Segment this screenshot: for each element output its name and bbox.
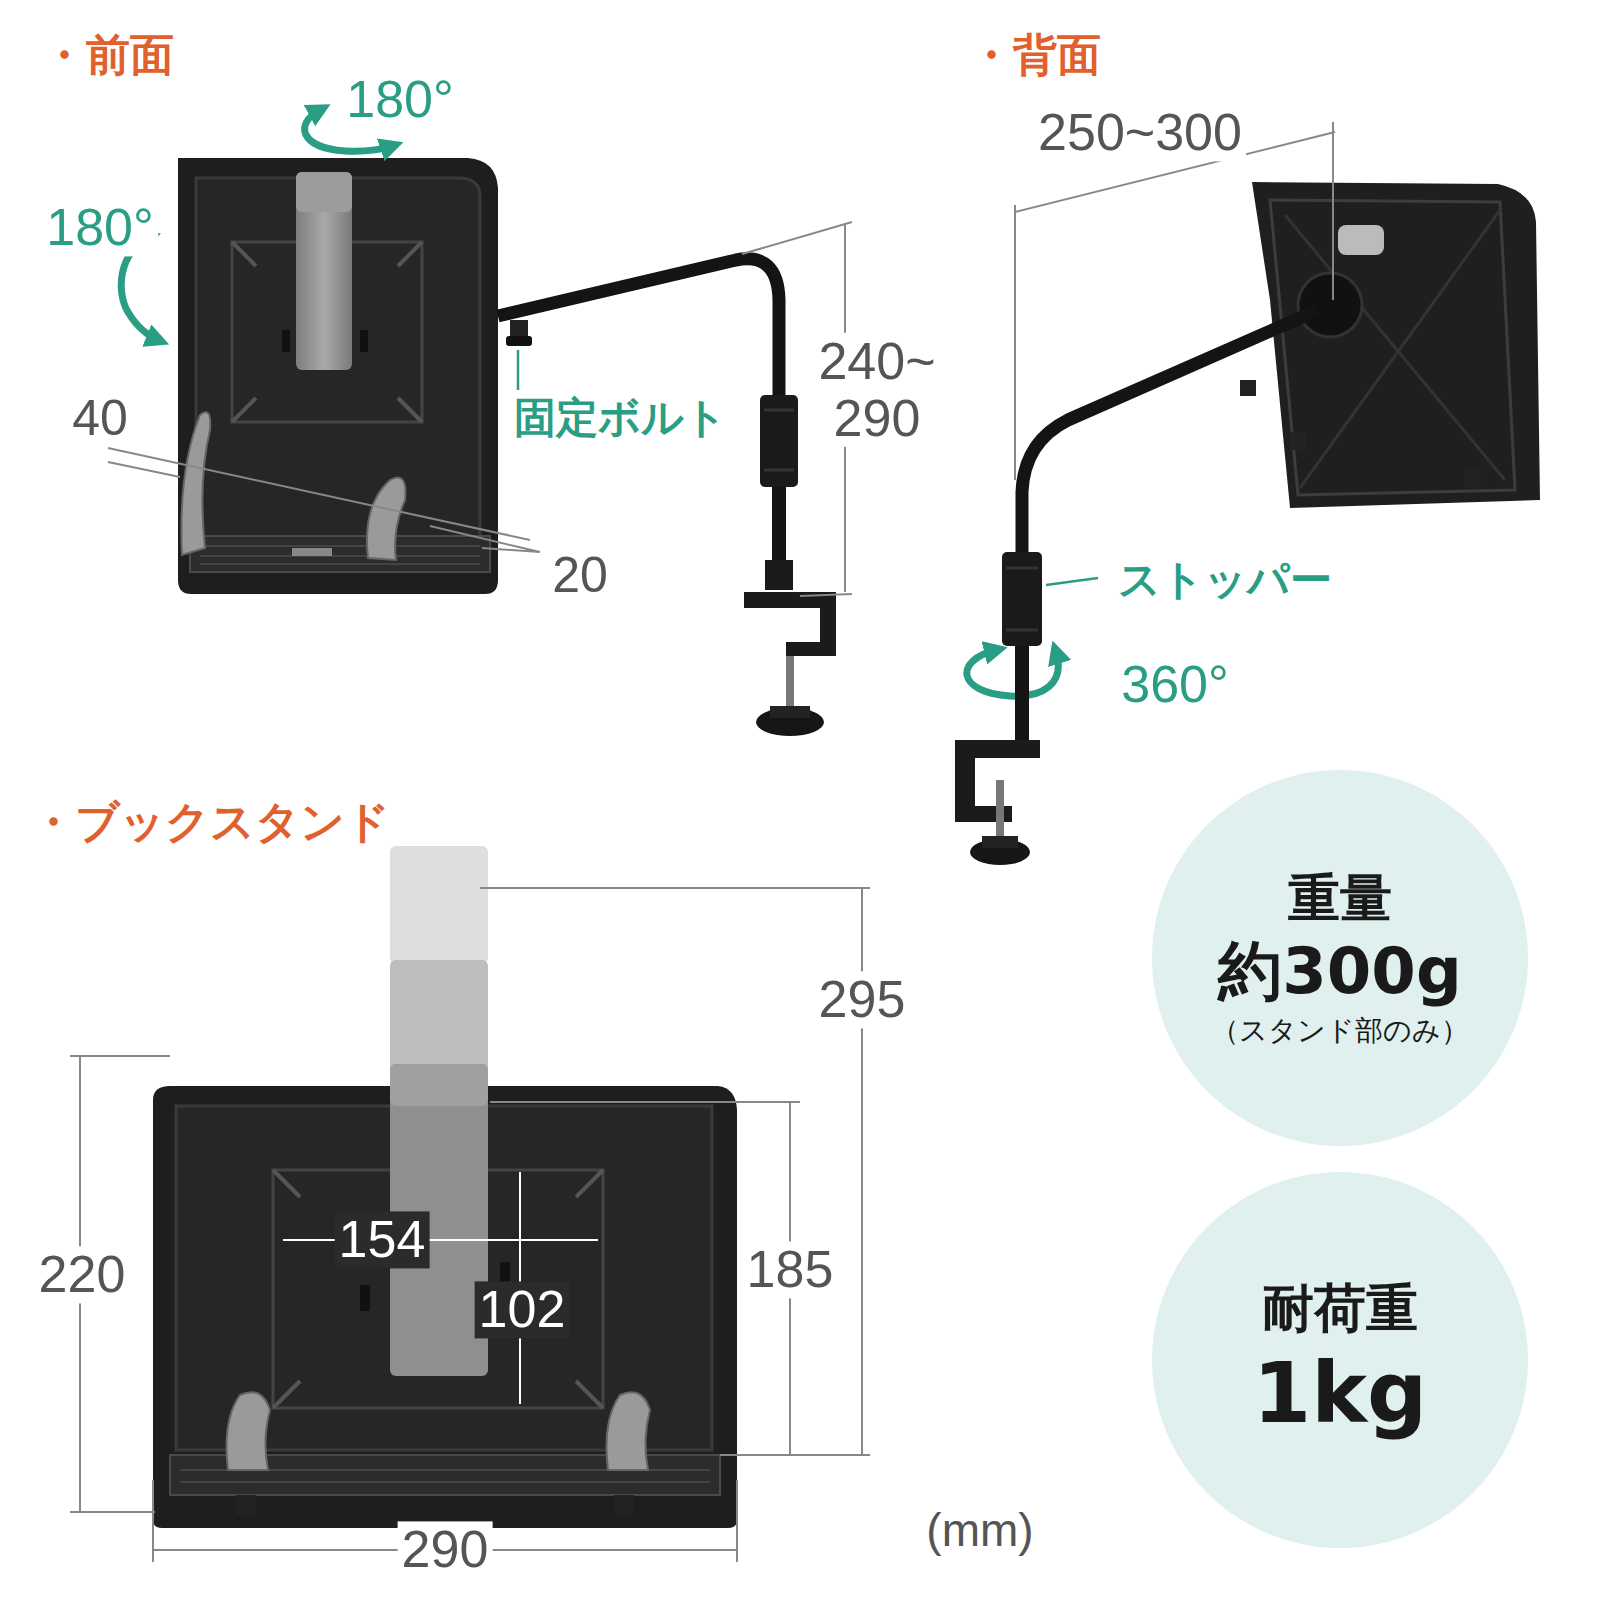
dimension-lines-front xyxy=(108,222,852,596)
front-stand-board-part xyxy=(367,478,405,561)
spec-heading: 重量 xyxy=(1288,869,1392,929)
front-arm-part xyxy=(760,395,798,487)
front-stand-board-part xyxy=(178,158,498,594)
dimension-lines-back-part xyxy=(1046,578,1098,585)
dimension-value: 102 xyxy=(475,1281,570,1338)
back-arm-part xyxy=(982,836,1018,848)
front-arm-part xyxy=(770,706,810,718)
back-stand-board-part xyxy=(1285,210,1505,488)
dimension-lines-bookstand-part xyxy=(480,888,870,1455)
bookstand-board-part xyxy=(390,1064,488,1106)
front-arm xyxy=(498,259,836,736)
dimension-value: 20 xyxy=(548,548,612,603)
dimension-value: 240~ 290 xyxy=(798,333,956,447)
back-arm-part xyxy=(1015,646,1029,742)
dimension-value: 250~300 xyxy=(1034,104,1246,161)
bookstand-board-part xyxy=(390,846,488,964)
unit-note: (mm) xyxy=(922,1505,1037,1556)
dimension-lines-front-part xyxy=(108,448,540,552)
back-stand-board-part xyxy=(1338,225,1384,255)
bookstand-board-part xyxy=(614,1495,634,1515)
dimension-value: 40 xyxy=(68,391,132,446)
part-name: 固定ボルト xyxy=(510,395,731,441)
back-stand-board-part xyxy=(1290,432,1306,450)
front-stand-board-part xyxy=(200,546,480,564)
dimension-value: 154 xyxy=(335,1211,430,1268)
bookstand-board-part xyxy=(283,1172,598,1404)
front-stand-board xyxy=(178,158,498,594)
spec-value: 約300g xyxy=(1218,935,1461,1009)
dimension-value: 295 xyxy=(815,971,910,1028)
back-arm-part xyxy=(1006,568,1038,630)
rotation-arrows-part xyxy=(967,650,1058,696)
back-stand-board-part xyxy=(1270,200,1515,495)
dimension-value: 290 xyxy=(398,1521,493,1578)
spec-circle: 耐荷重1kg xyxy=(1152,1172,1528,1548)
dimension-lines-bookstand xyxy=(70,888,870,1562)
front-stand-board-part xyxy=(360,330,368,352)
back-arm-part xyxy=(1002,552,1042,646)
back-stand-board-part xyxy=(1252,182,1540,508)
dimension-value: 220 xyxy=(35,1246,130,1303)
dimension-lines-front-part xyxy=(517,350,520,390)
front-arm-part xyxy=(506,336,532,346)
front-arm-part xyxy=(744,592,836,656)
front-arm-part xyxy=(765,560,793,590)
back-arm-part xyxy=(1022,310,1318,556)
bookstand-board-part xyxy=(180,1470,710,1482)
dimension-value: 185 xyxy=(743,1241,838,1298)
front-stand-board-part xyxy=(282,330,290,352)
part-name: ストッパー xyxy=(1114,557,1336,603)
back-arm-part xyxy=(996,780,1004,842)
back-stand-board-part xyxy=(1240,380,1256,396)
spec-heading: 耐荷重 xyxy=(1262,1279,1418,1339)
bookstand-board-part xyxy=(360,1285,370,1311)
rotation-angle: 360° xyxy=(1117,656,1233,713)
front-arm-part xyxy=(764,410,794,470)
front-arm-part xyxy=(786,656,794,714)
rotation-angle: 180° xyxy=(342,71,458,128)
section-heading: ・前面 xyxy=(38,31,178,79)
dimension-lines-back xyxy=(1015,122,1335,585)
front-stand-board-part xyxy=(181,412,210,555)
rotation-angle: 180° xyxy=(42,199,158,256)
back-stand-board-part xyxy=(1298,273,1362,337)
front-stand-board-part xyxy=(296,172,352,212)
dimension-lines-back-part xyxy=(1015,122,1335,480)
back-stand-board-part xyxy=(1465,470,1481,488)
front-stand-board-part xyxy=(296,172,352,370)
bookstand-board-part xyxy=(236,1495,256,1515)
bookstand-board-part xyxy=(390,960,488,1072)
front-arm-part xyxy=(510,320,528,336)
back-stand-board xyxy=(1240,182,1540,508)
rotation-arrows xyxy=(121,110,1058,696)
bookstand-board xyxy=(153,846,737,1528)
section-heading: ・背面 xyxy=(965,31,1105,79)
spec-circle: 重量約300g （スタンド部のみ） xyxy=(1152,770,1528,1146)
front-arm-part xyxy=(498,259,779,400)
front-stand-board-part xyxy=(190,536,490,572)
front-stand-board-part xyxy=(292,548,332,556)
spec-value: （スタンド部のみ） xyxy=(1211,1015,1469,1047)
bookstand-board-part xyxy=(227,1392,271,1470)
spec-value: 1kg xyxy=(1253,1345,1427,1442)
section-heading: ・ブックスタンド xyxy=(27,798,394,846)
bookstand-board-part xyxy=(607,1392,651,1470)
